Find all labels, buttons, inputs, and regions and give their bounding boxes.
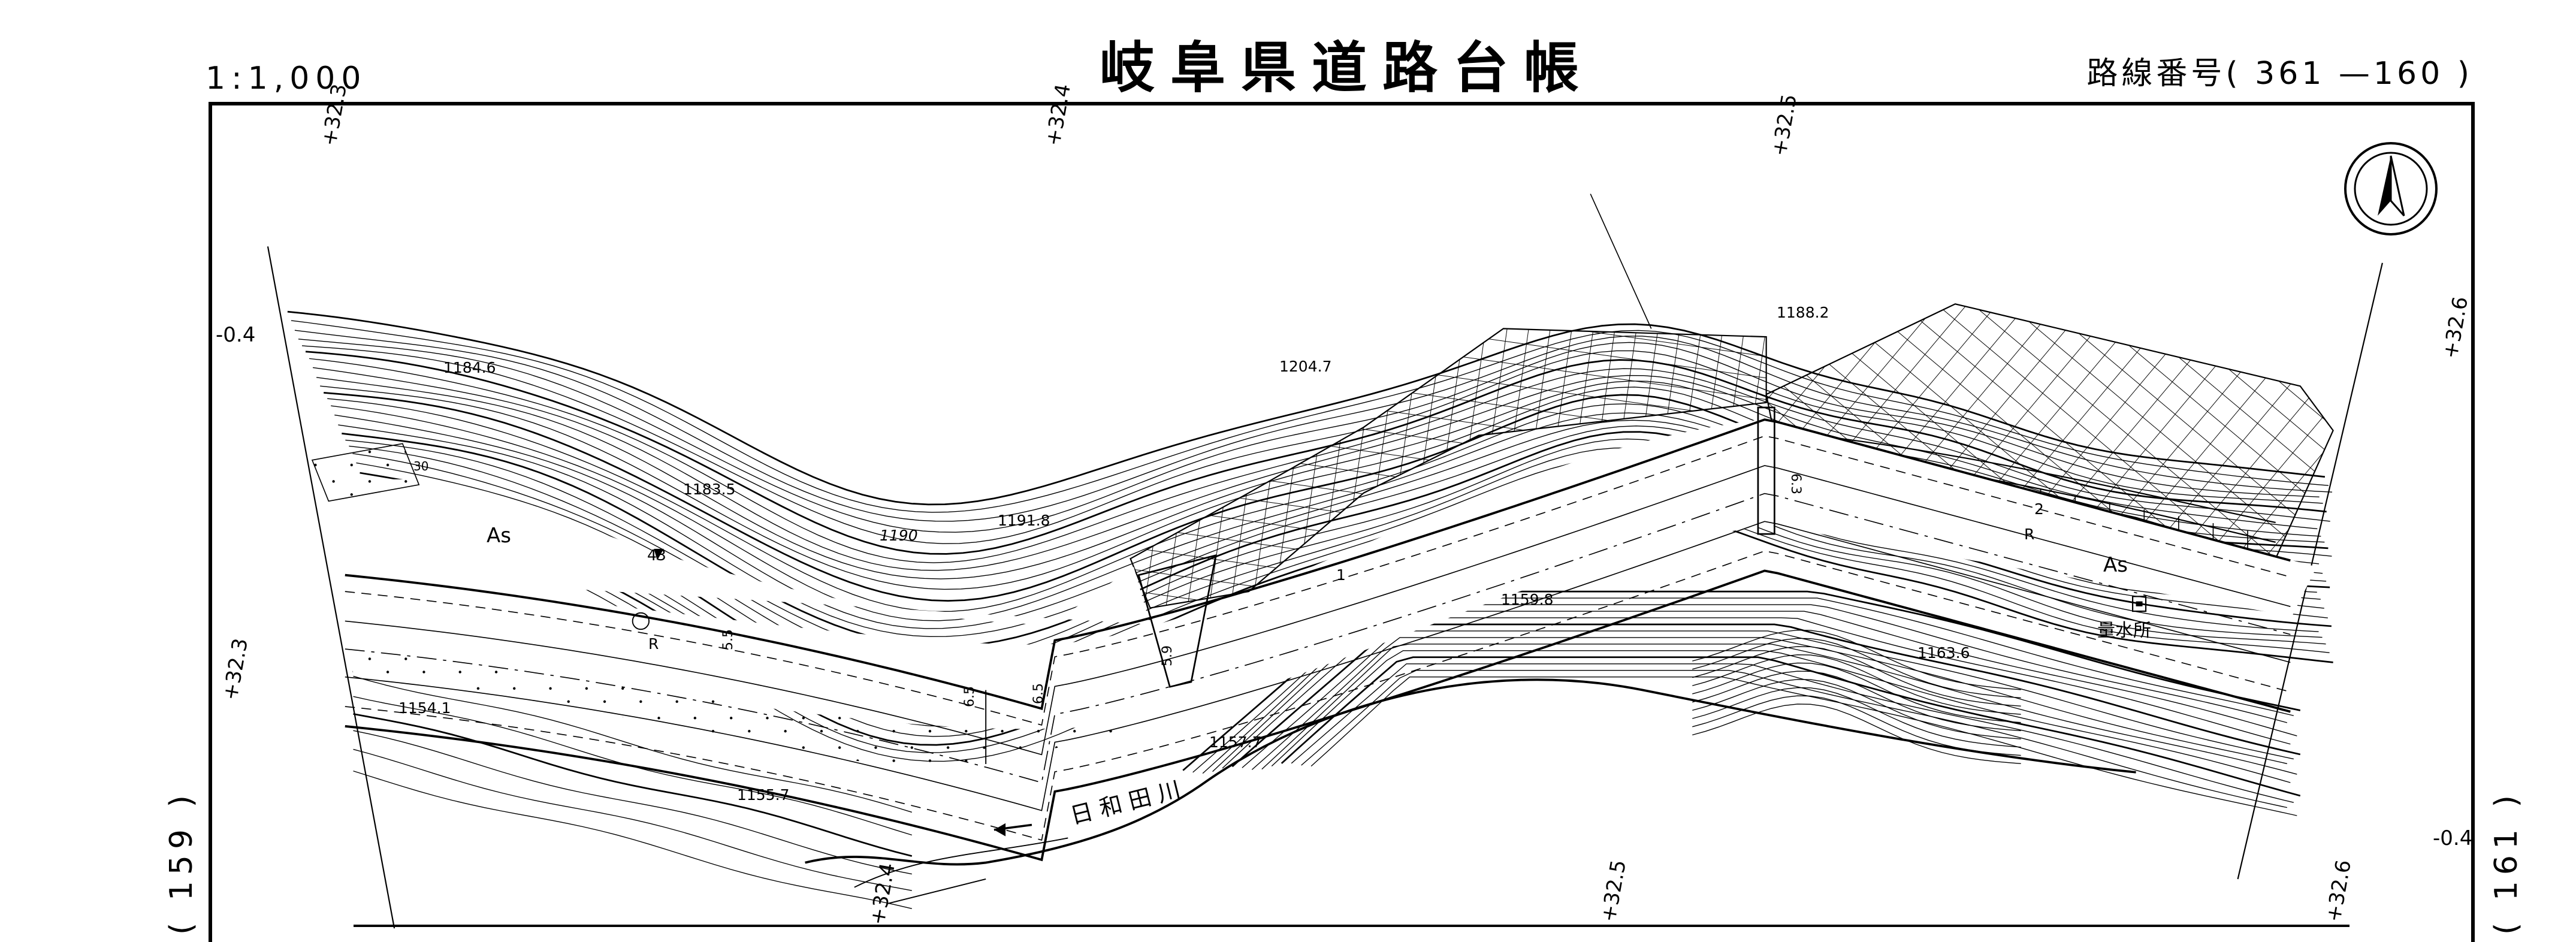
width-label: 6.5: [1031, 683, 1046, 704]
width-label: 5.5: [721, 629, 736, 650]
contour-line: [353, 730, 912, 875]
river-bank: [805, 678, 2136, 866]
slope-label: 30: [413, 459, 428, 473]
contour-line: [353, 770, 912, 910]
contour-line: [1692, 662, 2021, 723]
map-drawing: [267, 194, 2383, 929]
contour-line: [1692, 687, 2021, 748]
elevation-label: 1188.2: [1777, 304, 1829, 321]
elevation-label: 1155.7: [737, 786, 789, 804]
contour-line: [1291, 663, 2294, 803]
station-bottom: +32.5: [1596, 858, 1630, 924]
contour-line: [1242, 630, 2294, 768]
map-title: 岐阜県道路台帳: [1100, 36, 1594, 100]
width-label: 6.3: [1788, 473, 1803, 494]
elevation-label: 1163.6: [1917, 644, 1970, 662]
adjacent-sheet-left: ( 159 ): [164, 789, 200, 935]
lane-label: 2: [2034, 500, 2044, 518]
elevation-label: 1157.7: [1209, 733, 1261, 751]
contour-line: [353, 748, 912, 891]
contour-line: [1692, 638, 2021, 699]
station-bottom: +32.6: [2321, 858, 2355, 924]
north-arrow-icon: [2344, 142, 2438, 236]
surface-label: As: [487, 524, 511, 548]
scale-label: 1:1,000: [206, 61, 367, 96]
contour-line: [1301, 670, 2288, 808]
elevation-label: 1159.8: [1501, 591, 1553, 608]
marker-label: 43: [647, 547, 666, 564]
contour-line: [1271, 650, 2291, 783]
station-right: +32.6: [2438, 295, 2472, 361]
contour-line: [1692, 679, 2021, 739]
lane-label: 1: [1336, 566, 1346, 584]
contour-line: [1261, 644, 2297, 775]
contour-line: [1692, 704, 2021, 764]
map-frame: [209, 102, 2475, 942]
road-line: [345, 550, 2291, 841]
contour-line: [1310, 677, 2297, 816]
station-top: +32.4: [1041, 82, 1075, 148]
contour-line: [1692, 654, 2021, 715]
contour-line: [353, 675, 913, 813]
road-line: [345, 465, 2291, 756]
road-line: [345, 418, 2291, 711]
station-left: -0.4: [216, 323, 255, 347]
elevation-label: 1190: [880, 527, 918, 544]
contour-line: [1692, 671, 2021, 732]
river-name: 日和田川: [1068, 775, 1191, 829]
contour-line: [353, 713, 913, 857]
elevation-label: 1204.7: [1279, 358, 1331, 375]
elevation-label: 1154.1: [398, 699, 451, 717]
r-label: R: [2024, 526, 2034, 543]
station-left: +32.3: [218, 636, 252, 702]
route-number: 路線番号( 361 —160 ): [2086, 56, 2473, 92]
gauging-station-label: 量水所: [2097, 620, 2151, 641]
adjacent-sheet-right: ( 161 ): [2489, 789, 2524, 935]
surface-label: As: [2103, 553, 2128, 577]
road-line: [345, 435, 2291, 726]
elevation-label: 1184.6: [443, 359, 496, 376]
r-label: R: [648, 635, 659, 653]
elevation-label: 1183.5: [683, 481, 735, 498]
contour-line: [1692, 646, 2021, 707]
contour-line: [1281, 656, 2301, 797]
road-line: [345, 569, 2291, 862]
width-label: 5.9: [1160, 645, 1175, 666]
contour-line: [1692, 629, 2021, 690]
width-label: 6.5: [962, 686, 977, 707]
elevation-label: 1191.8: [998, 512, 1050, 529]
contour-line: [1231, 623, 2301, 768]
slope-protection-left: [1130, 328, 1767, 609]
station-right: -0.4: [2433, 826, 2472, 850]
road-surface: [345, 419, 2317, 729]
